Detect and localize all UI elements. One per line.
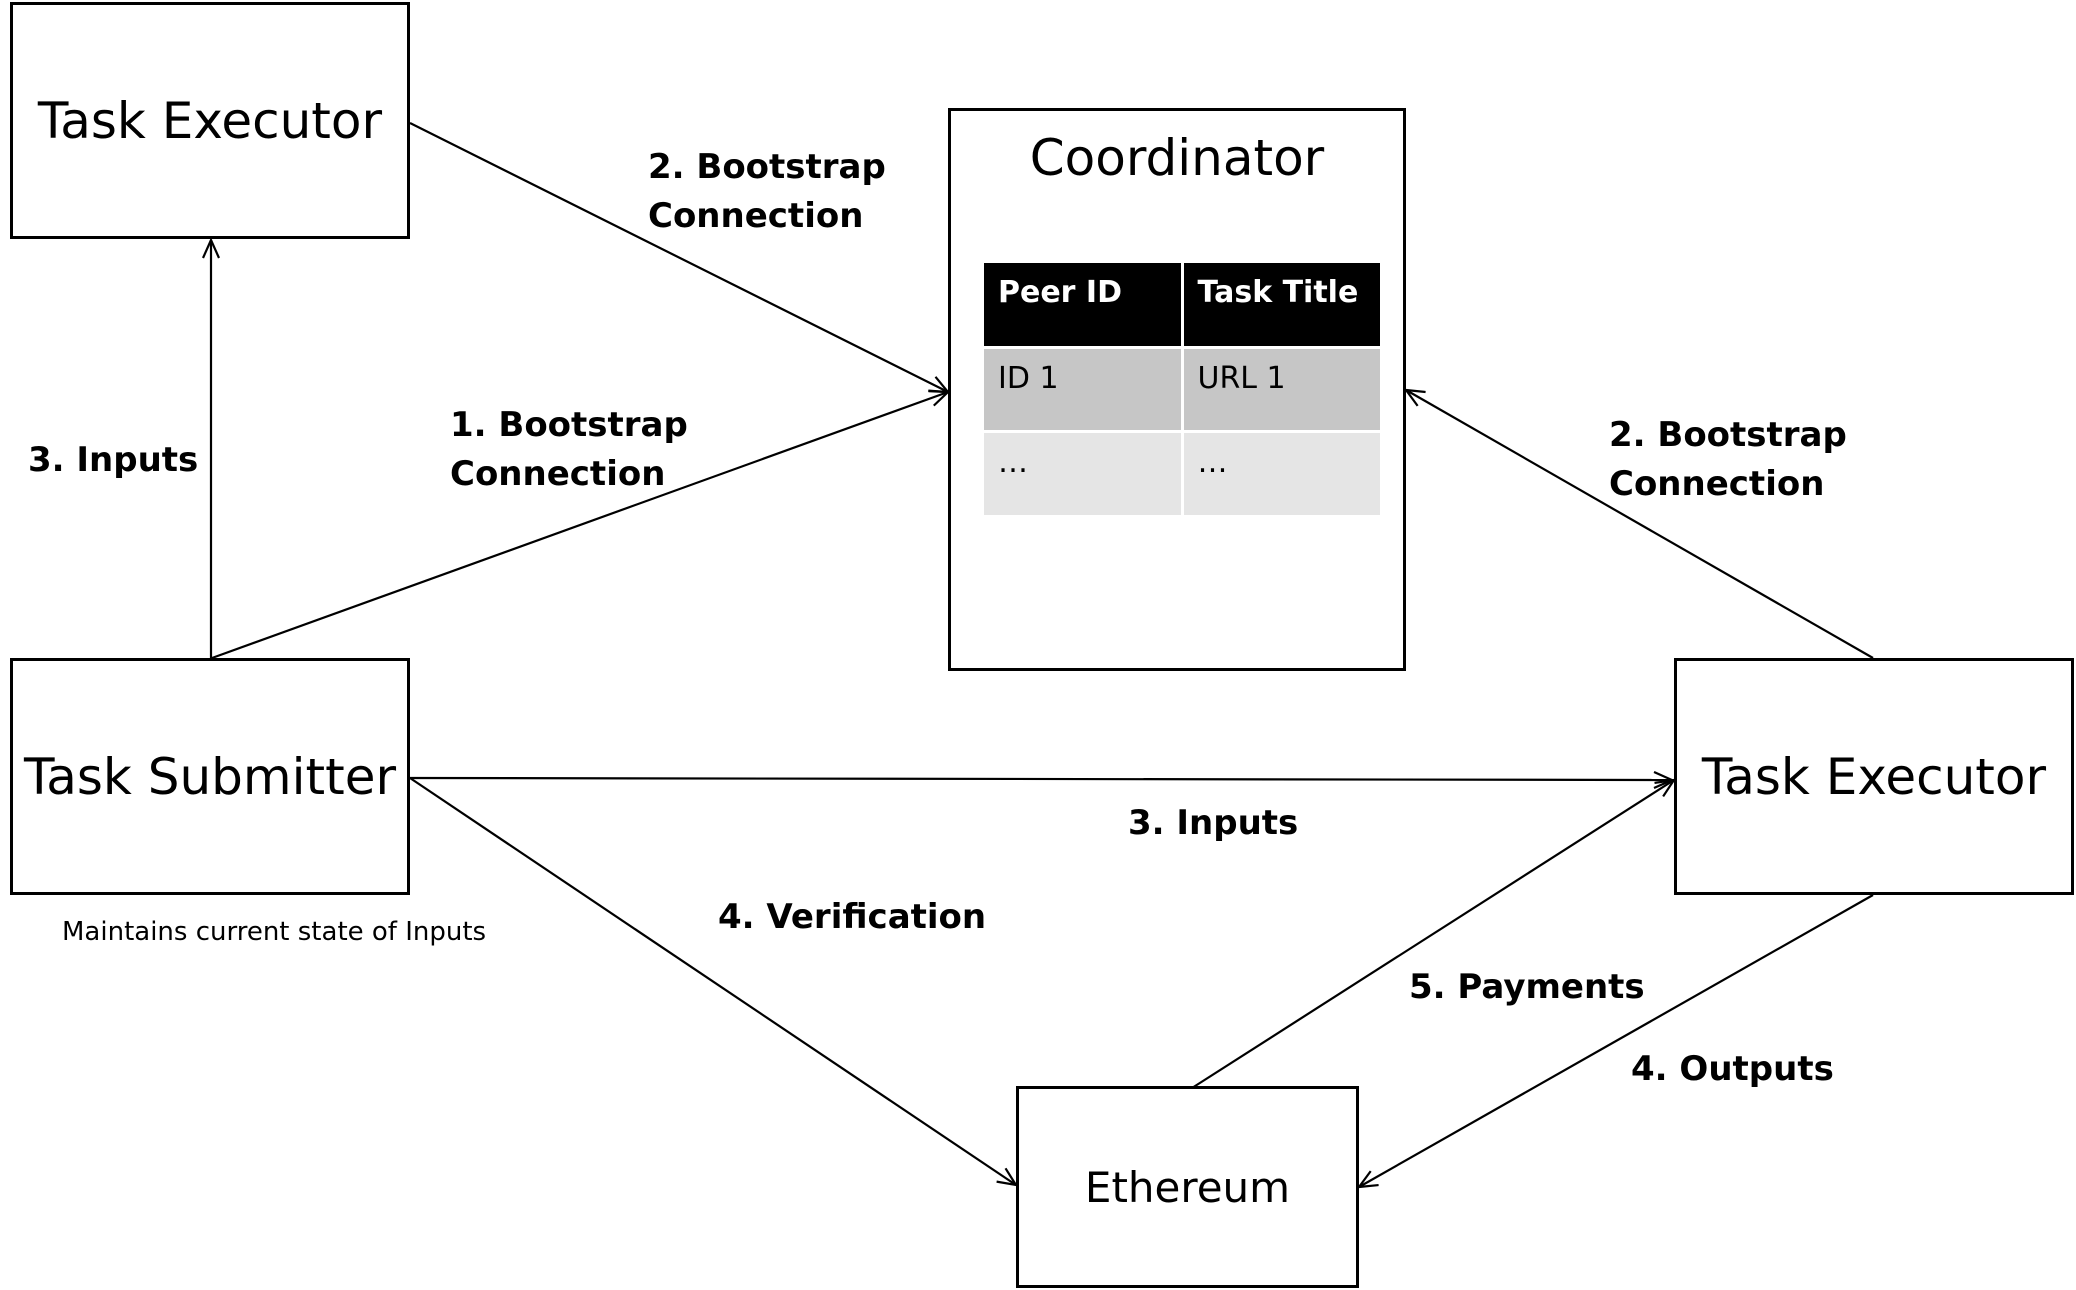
table-header-peer-id: Peer ID bbox=[984, 263, 1184, 347]
table-header-row: Peer ID Task Title bbox=[984, 263, 1380, 347]
edge-submitter-to-coordinator bbox=[211, 392, 948, 660]
edge-label-inputs-left: 3. Inputs bbox=[28, 440, 199, 480]
table-cell: … bbox=[1182, 429, 1380, 515]
coordinator-label: Coordinator bbox=[1029, 129, 1325, 187]
edge-executor-top-to-coordinator bbox=[409, 122, 948, 392]
edge-submitter-to-ethereum bbox=[409, 777, 1016, 1185]
edge-label-executor-top-bootstrap: 2. Bootstrap Connection bbox=[648, 147, 886, 236]
edge-label-outputs: 4. Outputs bbox=[1631, 1049, 1834, 1089]
table-cell: … bbox=[984, 429, 1184, 515]
edge-label-inputs-bottom: 3. Inputs bbox=[1128, 803, 1299, 843]
task-executor-right-label: Task Executor bbox=[1701, 747, 2047, 806]
table-row: ID 1 URL 1 bbox=[984, 345, 1380, 431]
task-submitter-label: Task Submitter bbox=[23, 747, 397, 806]
edge-label-payments: 5. Payments bbox=[1409, 967, 1645, 1007]
table-row: … … bbox=[984, 429, 1380, 515]
task-executor-top-label: Task Executor bbox=[37, 91, 383, 150]
edge-executor-right-to-coordinator bbox=[1406, 390, 1874, 659]
task-executor-top-node: Task Executor bbox=[10, 2, 410, 239]
peer-task-table: Peer ID Task Title ID 1 URL 1 … … bbox=[984, 263, 1380, 515]
ethereum-node: Ethereum bbox=[1016, 1086, 1359, 1288]
edge-label-submitter-bootstrap: 1. Bootstrap Connection bbox=[450, 405, 688, 494]
task-executor-right-node: Task Executor bbox=[1674, 658, 2074, 895]
table-header-task-title: Task Title bbox=[1182, 263, 1380, 347]
task-submitter-note: Maintains current state of Inputs bbox=[62, 917, 487, 947]
edge-executor-right-to-ethereum bbox=[1359, 894, 1874, 1187]
edge-label-executor-right-bootstrap: 2. Bootstrap Connection bbox=[1609, 415, 1847, 504]
edge-submitter-to-executor-right bbox=[409, 778, 1672, 780]
coordinator-node: Coordinator Peer ID Task Title ID 1 URL … bbox=[948, 108, 1406, 671]
ethereum-label: Ethereum bbox=[1084, 1162, 1291, 1212]
edge-label-verification: 4. Verification bbox=[718, 897, 987, 937]
task-submitter-node: Task Submitter bbox=[10, 658, 410, 895]
edge-ethereum-to-executor-right bbox=[1191, 780, 1674, 1089]
table-cell: ID 1 bbox=[984, 345, 1184, 431]
table-cell: URL 1 bbox=[1182, 345, 1380, 431]
